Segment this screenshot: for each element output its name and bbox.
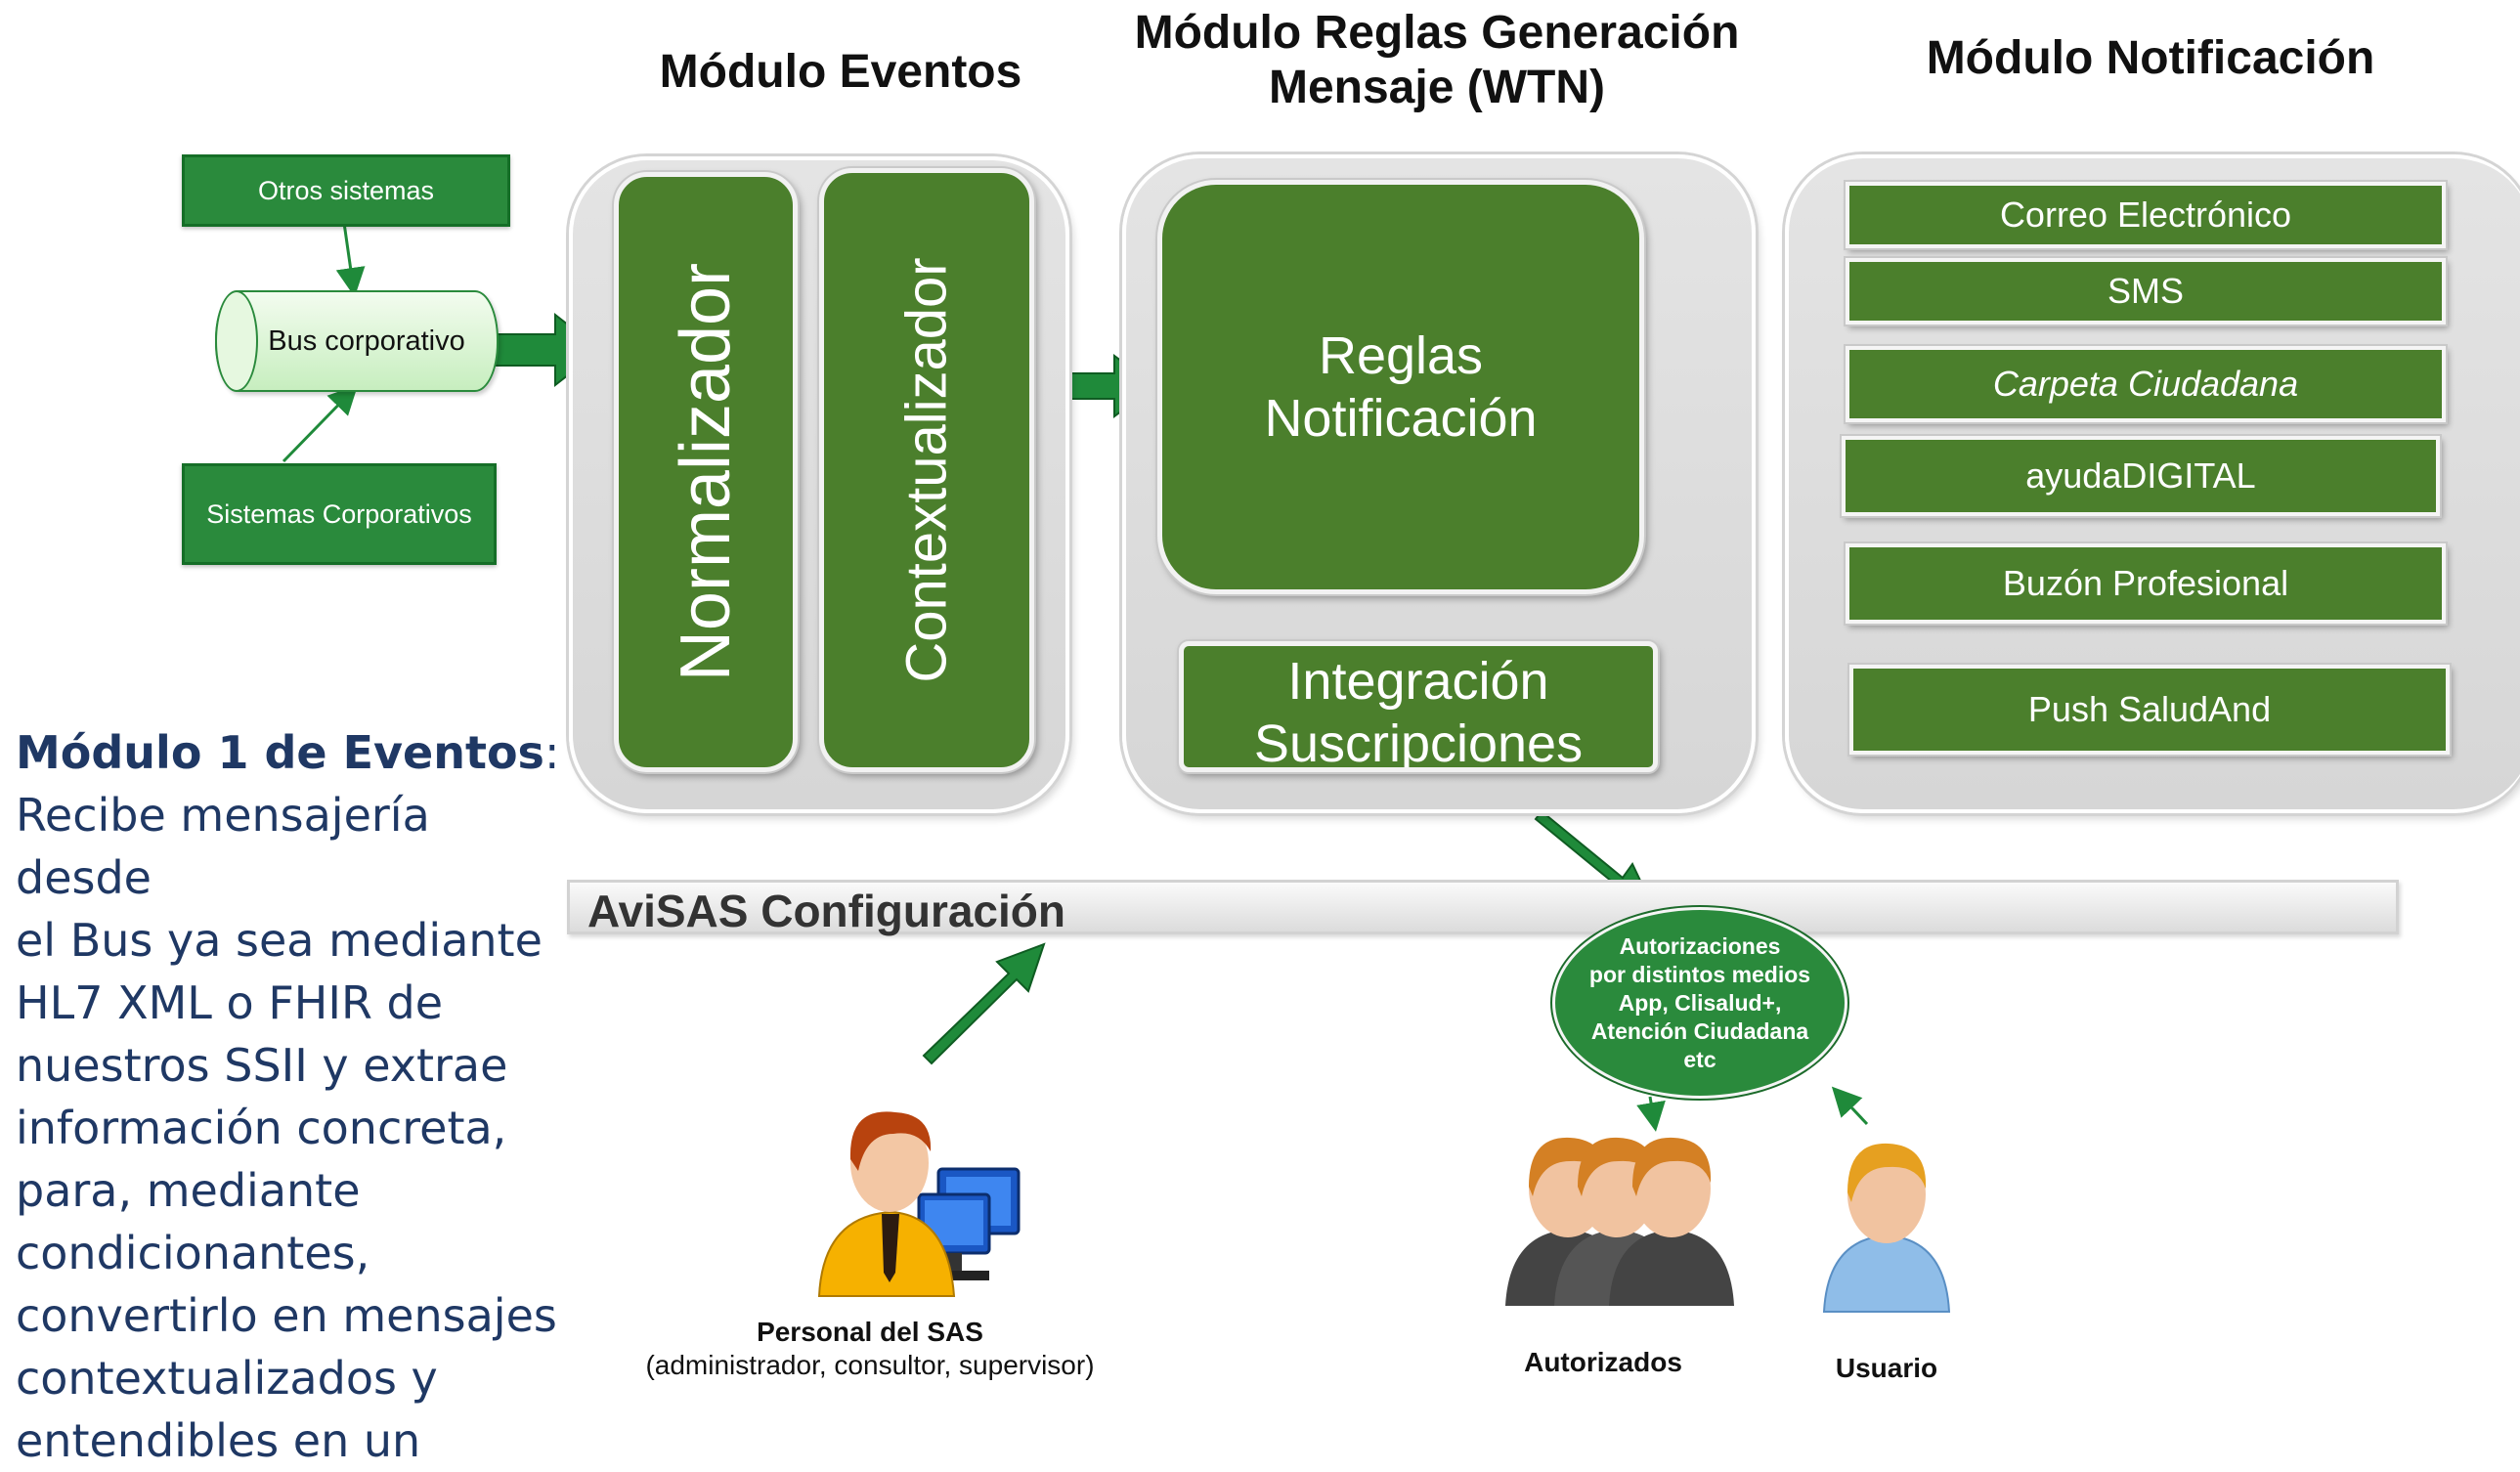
description-block: Módulo 1 de Eventos: Recibe mensajería d… (16, 721, 573, 1472)
personal-sas-title: Personal del SAS (757, 1317, 983, 1347)
autorizados-icon (1505, 1137, 1734, 1306)
channel-ayudadigital-label: ayudaDIGITAL (2025, 455, 2256, 496)
header-reglas-line2: Mensaje (WTN) (1268, 62, 1605, 113)
description-line: para, mediante (16, 1164, 361, 1217)
description-colon: : (543, 726, 560, 779)
normalizador-box: Normalizador (614, 172, 798, 772)
bus-cylinder-end (215, 290, 258, 392)
avisas-configuracion-bar: AviSAS Configuración (567, 880, 2399, 936)
avisas-configuracion-label: AviSAS Configuración (587, 886, 1065, 936)
description-line: HL7 XML o FHIR de (16, 976, 444, 1029)
connector-to-autorizados (1636, 1096, 1666, 1132)
channel-sms: SMS (1846, 258, 2446, 325)
header-modulo-reglas: Módulo Reglas Generación Mensaje (WTN) (1085, 6, 1789, 115)
usuario-icon (1822, 1143, 1951, 1313)
integracion-suscripciones-box: Integración Suscripciones (1179, 641, 1658, 772)
contextualizador-box: Contextualizador (819, 168, 1034, 772)
description-line: nuestros SSII y extrae (16, 1039, 508, 1092)
autorizados-caption: Autorizados (1524, 1347, 1682, 1377)
personal-sas-icon (817, 1111, 1021, 1297)
channel-carpeta-label: Carpeta Ciudadana (1992, 364, 2299, 404)
reglas-line2: Notificación (1264, 389, 1538, 448)
otros-sistemas-box: Otros sistemas (182, 154, 510, 227)
autorizaciones-ellipse: Autorizaciones por distintos medios App,… (1552, 907, 1847, 1099)
channel-push-saludand: Push SaludAnd (1849, 665, 2450, 755)
autorizaciones-line4: Atención Ciudadana (1590, 1017, 1809, 1044)
description-line: Recibe mensajería desde (16, 789, 430, 904)
header-reglas-line1: Módulo Reglas Generación (1134, 7, 1740, 59)
header-modulo-eventos: Módulo Eventos (659, 46, 1022, 98)
autorizaciones-line3: App, Clisalud+, (1618, 989, 1782, 1016)
contextualizador-label: Contextualizador (894, 257, 959, 683)
channel-push-label: Push SaludAnd (2027, 689, 2272, 729)
channel-sms-label: SMS (2107, 271, 2184, 311)
arrow-personal-to-configuracion (922, 942, 1046, 1065)
description-line: información concreta, (16, 1102, 507, 1154)
sistemas-corporativos-box: Sistemas Corporativos (182, 463, 497, 565)
description-title-line: Módulo 1 de Eventos: (16, 721, 573, 784)
connector-otros-to-bus (335, 222, 366, 297)
autorizaciones-line1: Autorizaciones (1619, 932, 1781, 959)
description-line: contextualizados y (16, 1352, 438, 1405)
autorizaciones-line5: etc (1683, 1046, 1716, 1072)
normalizador-label: Normalizador (667, 262, 745, 682)
reglas-notificacion-box: Reglas Notificación (1157, 180, 1644, 594)
connector-from-usuario (1831, 1086, 1869, 1126)
channel-correo-label: Correo Electrónico (1999, 195, 2292, 235)
channel-buzon-label: Buzón Profesional (2002, 563, 2289, 603)
description-line: el Bus ya sea mediante (16, 914, 543, 967)
personal-sas-caption: Personal del SAS (administrador, consult… (587, 1316, 1153, 1382)
channel-carpeta-ciudadana: Carpeta Ciudadana (1846, 346, 2446, 422)
description-line: entendibles en un (16, 1414, 421, 1467)
usuario-caption: Usuario (1835, 1353, 1938, 1383)
connector-corporativos-to-bus (282, 384, 359, 463)
autorizaciones-line2: por distintos medios (1588, 961, 1811, 987)
integracion-line1: Integración (1287, 652, 1549, 711)
otros-sistemas-label: Otros sistemas (257, 175, 435, 205)
channel-buzon-profesional: Buzón Profesional (1846, 543, 2446, 624)
bus-corporativo-cylinder: Bus corporativo (215, 290, 499, 392)
sistemas-corporativos-label: Sistemas Corporativos (206, 498, 472, 529)
description-line: condicionantes, (16, 1227, 370, 1279)
bus-corporativo-label: Bus corporativo (268, 325, 465, 357)
reglas-line1: Reglas (1318, 326, 1484, 385)
description-title: Módulo 1 de Eventos (16, 726, 544, 779)
integracion-line2: Suscripciones (1253, 714, 1584, 772)
header-modulo-notificacion: Módulo Notificación (1926, 32, 2375, 84)
channel-correo: Correo Electrónico (1846, 182, 2446, 248)
description-line: convertirlo en mensajes (16, 1289, 557, 1342)
channel-ayudadigital: ayudaDIGITAL (1842, 436, 2440, 516)
personal-sas-roles: (administrador, consultor, supervisor) (645, 1350, 1095, 1380)
